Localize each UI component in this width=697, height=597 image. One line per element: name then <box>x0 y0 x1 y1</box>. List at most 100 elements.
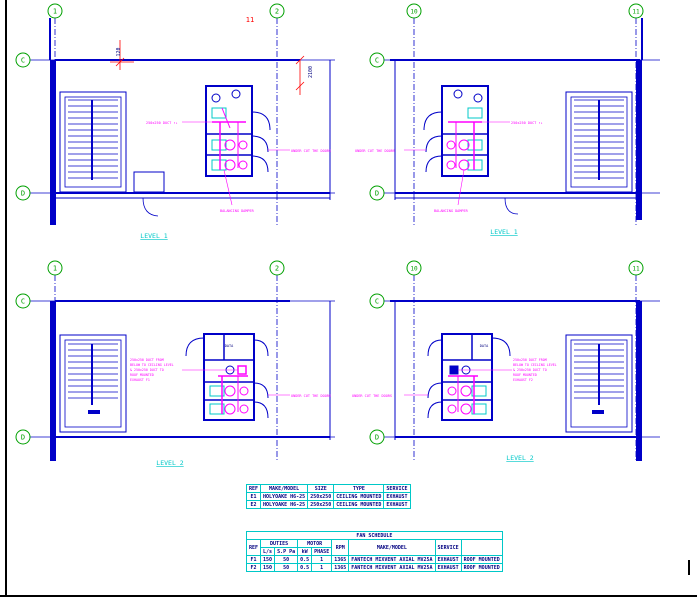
fan-header-make-model: MAKE/MODEL <box>348 539 436 556</box>
grid-bubble-tl-c-label: C <box>21 57 25 65</box>
fan-schedule-title: FAN SCHEDULE <box>246 531 503 540</box>
level-label-tr: LEVEL 1 <box>490 228 517 236</box>
grille-cell: CEILING MOUNTED <box>333 492 385 501</box>
note-br-undercut: UNDER CUT THE DOORS <box>352 394 392 398</box>
fan-subheader-kw: kW <box>297 547 313 556</box>
fan-schedule-header-row: REF DUTIES MOTOR RPM MAKE/MODEL SERVICE <box>245 539 503 556</box>
note-bl-undercut: UNDER CUT THE DOORS <box>291 394 331 398</box>
level-label-bl: LEVEL 2 <box>156 459 183 467</box>
note-tr-damper: BALANCING DAMPER <box>434 209 469 213</box>
fan-cell: ROOF MOUNTED <box>460 563 503 572</box>
note-tr-duct: 250x250 DUCT ↑↓ <box>511 121 543 125</box>
fan-schedule-table: FAN SCHEDULE REF DUTIES MOTOR RPM MAKE/M… <box>245 531 503 572</box>
dimension-2100: 2100 <box>308 66 314 78</box>
fan-header-rpm: RPM <box>331 539 350 556</box>
plan-top-left <box>28 18 335 225</box>
grille-header-make-model: MAKE/MODEL <box>260 484 309 493</box>
label-bl-data: DATA <box>225 344 234 348</box>
note-tl-undercut: UNDER CUT THE DOORS <box>291 149 331 153</box>
grid-bubble-bl-1 <box>47 260 63 276</box>
revision-marker: 11 <box>246 16 254 24</box>
note-bl-duct-3: & 250x250 DUCT TO <box>130 368 164 372</box>
fan-cell: EXHAUST <box>434 555 462 564</box>
grid-bubble-bl-c <box>15 293 31 309</box>
grille-cell: E2 <box>245 500 262 509</box>
fan-cell: F2 <box>245 563 262 572</box>
grid-bubble-tr-d-label: D <box>375 190 379 198</box>
note-br-duct-5: EXHAUST F2 <box>513 378 533 382</box>
grille-cell: 250x250 <box>307 500 335 509</box>
plan-bottom-left <box>28 275 335 462</box>
fan-cell: FANTECH MIXVENT AXIAL MV25A <box>348 555 436 564</box>
grid-bubble-tl-2-label: 2 <box>275 8 279 16</box>
grille-schedule-header-row: REF MAKE/MODEL SIZE TYPE SERVICE <box>245 484 411 493</box>
grid-bubble-tr-c <box>369 52 385 68</box>
fan-cell: 1 <box>311 563 333 572</box>
level-label-br: LEVEL 2 <box>506 454 533 462</box>
grid-bubble-br-d <box>369 429 385 445</box>
note-bl-duct-1: 250x250 DUCT FROM <box>130 358 164 362</box>
note-bl-duct-2: BELOW TO CEILING LEVEL <box>130 363 174 367</box>
grid-bubble-tr-c-label: C <box>375 57 379 65</box>
grid-bubble-tr-10 <box>406 3 422 19</box>
fan-header-blank <box>460 539 503 556</box>
grid-bubble-tl-c <box>15 52 31 68</box>
grid-bubble-br-10 <box>406 260 422 276</box>
grille-header-ref: REF <box>245 484 262 493</box>
fan-cell: 150 <box>260 563 276 572</box>
grid-bubble-bl-d <box>15 429 31 445</box>
grid-bubble-tr-11-label: 11 <box>632 9 640 16</box>
note-br-duct-1: 250x250 DUCT FROM <box>513 358 547 362</box>
fan-cell: 1365 <box>331 555 350 564</box>
grid-bubble-tl-2 <box>269 3 285 19</box>
grid-bubble-tr-10-label: 10 <box>410 9 418 16</box>
fan-cell: 50 <box>274 555 299 564</box>
table-row: E2 HOLYOAKE H6-25 250x250 CEILING MOUNTE… <box>245 500 411 509</box>
grille-cell: E1 <box>245 492 262 501</box>
table-row: F1 150 50 0.5 1 1365 FANTECH MIXVENT AXI… <box>245 555 503 564</box>
fan-schedule-title-row: FAN SCHEDULE <box>246 531 503 540</box>
note-bl-duct-4: ROOF MOUNTED <box>130 373 154 377</box>
grid-bubble-bl-d-label: D <box>21 434 25 442</box>
fan-header-ref: REF <box>245 539 262 556</box>
grid-bubble-br-11 <box>628 260 644 276</box>
grid-bubble-bl-2 <box>269 260 285 276</box>
label-br-data: DATA <box>480 344 489 348</box>
fan-cell: 1 <box>311 555 333 564</box>
note-br-duct-3: & 250x250 DUCT TO <box>513 368 547 372</box>
fan-subheader-phase: PHASE <box>311 547 333 556</box>
grille-header-type: TYPE <box>333 484 385 493</box>
grille-schedule-table: REF MAKE/MODEL SIZE TYPE SERVICE E1 HOLY… <box>245 484 411 509</box>
grille-cell: EXHAUST <box>383 500 411 509</box>
plan-top-right <box>380 18 660 225</box>
note-br-duct-4: ROOF MOUNTED <box>513 373 537 377</box>
grid-bubble-tl-d-label: D <box>21 190 25 198</box>
grille-cell: HOLYOAKE H6-25 <box>260 500 309 509</box>
grid-bubble-br-d-label: D <box>375 434 379 442</box>
fan-cell: 0.5 <box>297 555 313 564</box>
grid-bubble-bl-1-label: 1 <box>53 265 57 273</box>
grille-header-size: SIZE <box>307 484 335 493</box>
grille-cell: CEILING MOUNTED <box>333 500 385 509</box>
fan-header-duties: DUTIES <box>260 539 299 548</box>
fan-cell: EXHAUST <box>434 563 462 572</box>
grille-cell: EXHAUST <box>383 492 411 501</box>
fan-cell: 50 <box>274 563 299 572</box>
fan-cell: F1 <box>245 555 262 564</box>
note-tr-undercut: UNDER CUT THE DOORS <box>355 149 395 153</box>
grid-bubble-tl-1-label: 1 <box>53 8 57 16</box>
dimension-120: 120 <box>116 47 122 56</box>
note-br-duct-2: BELOW TO CEILING LEVEL <box>513 363 557 367</box>
grid-bubble-bl-c-label: C <box>21 298 25 306</box>
grille-cell: HOLYOAKE H6-25 <box>260 492 309 501</box>
grid-bubble-tl-d <box>15 185 31 201</box>
grid-bubble-br-c <box>369 293 385 309</box>
fan-subheader-sp: S.P Pa <box>274 547 299 556</box>
fan-cell: 1365 <box>331 563 350 572</box>
note-tl-duct: 250x250 DUCT ↑↓ <box>146 121 178 125</box>
fan-cell: 0.5 <box>297 563 313 572</box>
fan-cell: FANTECH MIXVENT AXIAL MV25A <box>348 563 436 572</box>
grid-bubble-br-10-label: 10 <box>410 266 418 273</box>
grid-bubble-br-c-label: C <box>375 298 379 306</box>
